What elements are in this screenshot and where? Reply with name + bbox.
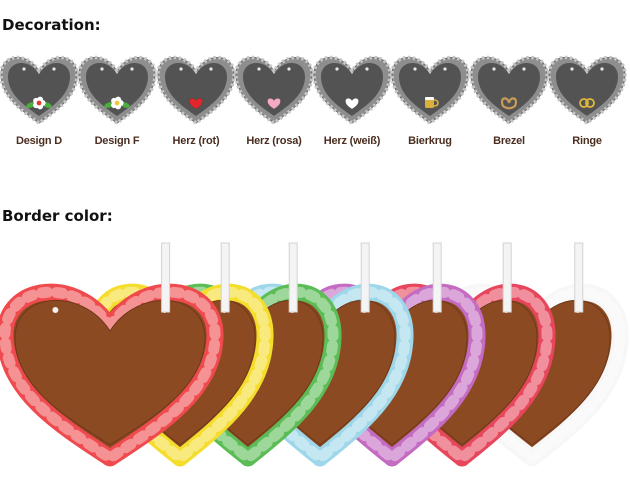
decoration-options: Design D Design F Herz (rot) Herz (rosa) Her…: [0, 52, 630, 152]
beer-mug-icon: [425, 97, 439, 108]
gray-heart-icon: [0, 55, 79, 126]
decoration-option-label: Herz (rot): [172, 135, 220, 147]
ribbon-icon: [502, 242, 512, 313]
border-color-section-title: Border color:: [2, 207, 113, 225]
decoration-option-2[interactable]: Herz (rot): [156, 52, 236, 152]
border-color-option-red[interactable]: [0, 242, 224, 467]
pretzel-icon: [500, 97, 518, 110]
decoration-option-label: Ringe: [572, 135, 602, 147]
gray-heart-icon: [312, 55, 392, 126]
gray-heart-icon: [77, 55, 157, 126]
ribbon-icon: [432, 242, 442, 313]
ribbon-icon: [161, 242, 171, 313]
decoration-option-label: Design F: [94, 135, 140, 147]
decoration-option-5[interactable]: Bierkrug: [390, 52, 470, 152]
decoration-option-label: Brezel: [493, 135, 525, 147]
gray-heart-icon: [234, 55, 314, 126]
rings-icon: [579, 98, 595, 108]
heart-icon: [345, 98, 359, 110]
ribbon-icon: [360, 242, 370, 313]
decoration-section-title: Decoration:: [2, 16, 101, 34]
flower-white-icon: [26, 96, 52, 110]
decoration-option-4[interactable]: Herz (weiß): [312, 52, 392, 152]
decoration-option-7[interactable]: Ringe: [547, 52, 627, 152]
decoration-option-1[interactable]: Design F: [77, 52, 157, 152]
ribbon-icon: [574, 242, 584, 313]
ribbon-icon: [288, 242, 298, 313]
heart-icon: [189, 98, 203, 110]
heart-icon: [267, 98, 281, 110]
decoration-option-label: Bierkrug: [408, 135, 452, 147]
gray-heart-icon: [390, 55, 470, 126]
ribbon-icon: [220, 242, 230, 313]
decoration-option-label: Herz (weiß): [323, 135, 381, 147]
border-color-options: [0, 242, 629, 467]
gray-heart-icon: [547, 55, 627, 126]
decoration-option-label: Herz (rosa): [246, 135, 302, 147]
decoration-option-label: Design D: [15, 135, 63, 147]
decoration-option-6[interactable]: Brezel: [469, 52, 549, 152]
decoration-option-0[interactable]: Design D: [0, 52, 79, 152]
gray-heart-icon: [156, 55, 236, 126]
gray-heart-icon: [469, 55, 549, 126]
decoration-option-3[interactable]: Herz (rosa): [234, 52, 314, 152]
flower-green-icon: [104, 96, 130, 110]
